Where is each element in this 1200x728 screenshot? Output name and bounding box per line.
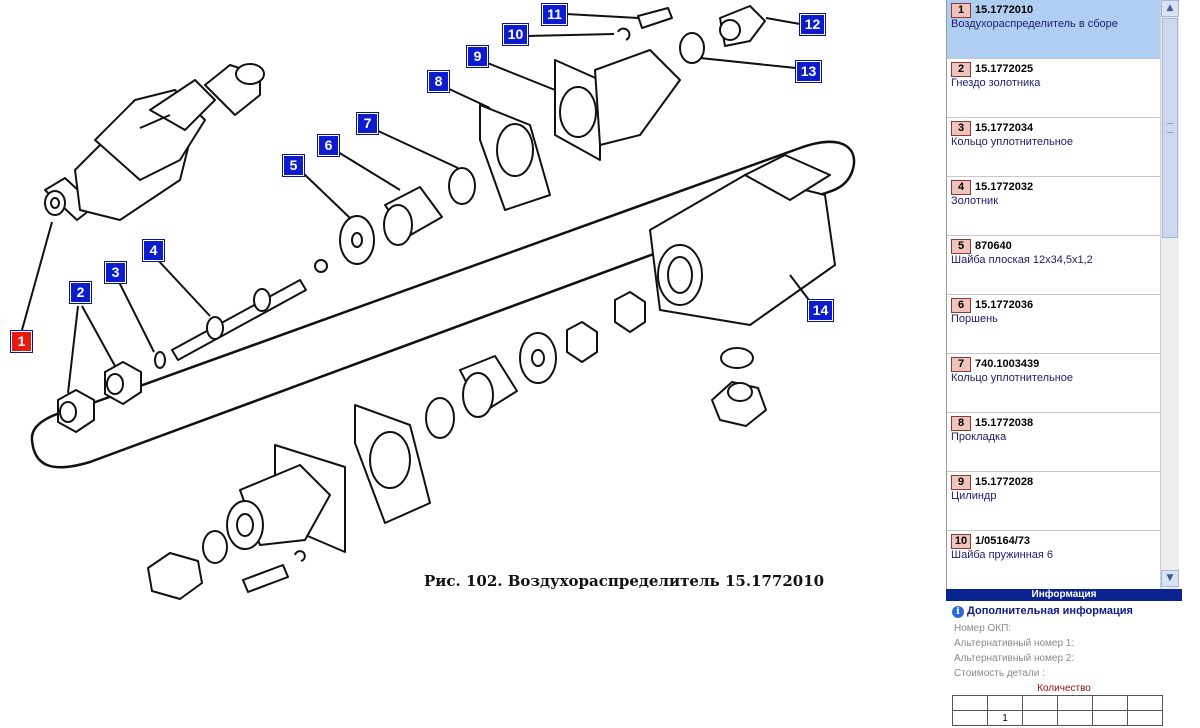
item-number: 2 xyxy=(951,62,971,77)
item-header: 9 15.1772028 xyxy=(951,475,1034,490)
item-name: Воздухораспределитель в сборе xyxy=(951,18,1118,30)
qty-cell xyxy=(1022,695,1058,711)
list-item-3[interactable]: 3 15.1772034 Кольцо уплотнительное xyxy=(947,118,1161,177)
item-code: 870640 xyxy=(975,240,1012,252)
item-number: 7 xyxy=(951,357,971,372)
callout-11[interactable]: 11 xyxy=(541,3,568,26)
item-number: 9 xyxy=(951,475,971,490)
item-code: 15.1772032 xyxy=(975,181,1034,193)
alt-number-1-label: Альтернативный номер 1: xyxy=(954,638,1075,649)
list-item-4[interactable]: 4 15.1772032 Золотник xyxy=(947,177,1161,236)
item-code: 15.1772025 xyxy=(975,63,1034,75)
qty-cell xyxy=(1127,710,1163,726)
chevron-up-icon[interactable]: ▲ xyxy=(1161,0,1179,17)
callout-8[interactable]: 8 xyxy=(427,70,450,93)
grip-icon xyxy=(1167,123,1173,133)
item-name: Гнездо золотника xyxy=(951,77,1041,89)
info-header: Информация xyxy=(946,589,1182,601)
callout-6[interactable]: 6 xyxy=(317,134,340,157)
qty-cell xyxy=(952,710,988,726)
callout-7[interactable]: 7 xyxy=(356,112,379,135)
item-header: 10 1/05164/73 xyxy=(951,534,1031,549)
item-name: Шайба пружинная 6 xyxy=(951,549,1054,561)
list-item-2[interactable]: 2 15.1772025 Гнездо золотника xyxy=(947,59,1161,118)
callout-3[interactable]: 3 xyxy=(104,261,127,284)
item-header: 7 740.1003439 xyxy=(951,357,1040,372)
callout-2[interactable]: 2 xyxy=(69,281,92,304)
item-header: 3 15.1772034 xyxy=(951,121,1034,136)
item-code: 15.1772036 xyxy=(975,299,1034,311)
qty-cell xyxy=(1022,710,1058,726)
item-code: 15.1772034 xyxy=(975,122,1034,134)
list-item-9[interactable]: 9 15.1772028 Цилиндр xyxy=(947,472,1161,531)
parts-panel: 1 15.1772010 Воздухораспределитель в сбор… xyxy=(944,0,1200,728)
item-number: 10 xyxy=(951,534,971,549)
callout-12[interactable]: 12 xyxy=(799,13,826,36)
item-number: 8 xyxy=(951,416,971,431)
item-name: Прокладка xyxy=(951,431,1007,443)
callout-10[interactable]: 10 xyxy=(502,23,529,46)
callout-1[interactable]: 1 xyxy=(10,330,33,353)
item-code: 15.1772010 xyxy=(975,4,1034,16)
quantity-table: 1 xyxy=(952,695,1163,726)
callout-4[interactable]: 4 xyxy=(142,239,165,262)
list-item-5[interactable]: 5 870640 Шайба плоская 12x34,5x1,2 xyxy=(947,236,1161,295)
okp-label: Номер ОКП: xyxy=(954,623,1012,634)
cost-label: Стоимость детали : xyxy=(954,668,1045,679)
item-number: 5 xyxy=(951,239,971,254)
item-name: Кольцо уплотнительное xyxy=(951,136,1074,148)
item-header: 4 15.1772032 xyxy=(951,180,1034,195)
qty-cell xyxy=(1127,695,1163,711)
qty-value: 1 xyxy=(987,710,1023,726)
callout-13[interactable]: 13 xyxy=(795,60,822,83)
list-item-1[interactable]: 1 15.1772010 Воздухораспределитель в сбор… xyxy=(947,0,1161,59)
quantity-label: Количество xyxy=(1037,683,1091,694)
parts-list-scrollbar[interactable]: ▲ ▼ xyxy=(1160,0,1179,589)
qty-cell xyxy=(1057,710,1093,726)
item-number: 3 xyxy=(951,121,971,136)
alt-number-2-label: Альтернативный номер 2: xyxy=(954,653,1075,664)
callout-5[interactable]: 5 xyxy=(282,154,305,177)
item-name: Шайба плоская 12x34,5x1,2 xyxy=(951,254,1093,266)
qty-cell xyxy=(952,695,988,711)
qty-cell xyxy=(1092,710,1128,726)
parts-diagram: 1 2 3 4 5 6 7 8 9 10 11 12 13 14 Рис. 10… xyxy=(10,3,856,600)
item-header: 1 15.1772010 xyxy=(951,3,1034,18)
item-header: 5 870640 xyxy=(951,239,1012,254)
parts-list[interactable]: 1 15.1772010 Воздухораспределитель в сбор… xyxy=(946,0,1161,589)
item-header: 2 15.1772025 xyxy=(951,62,1034,77)
item-name: Золотник xyxy=(951,195,999,207)
item-name: Кольцо уплотнительное xyxy=(951,372,1074,384)
item-code: 740.1003439 xyxy=(975,358,1040,370)
callout-9[interactable]: 9 xyxy=(466,45,489,68)
qty-cell xyxy=(987,695,1023,711)
list-item-6[interactable]: 6 15.1772036 Поршень xyxy=(947,295,1161,354)
item-number: 1 xyxy=(951,3,971,18)
item-header: 8 15.1772038 xyxy=(951,416,1034,431)
item-name: Цилиндр xyxy=(951,490,997,502)
chevron-down-icon[interactable]: ▼ xyxy=(1161,570,1179,587)
qty-cell xyxy=(1057,695,1093,711)
info-icon: i xyxy=(952,606,964,618)
item-header: 6 15.1772036 xyxy=(951,298,1034,313)
scrollbar-thumb[interactable] xyxy=(1162,18,1178,238)
item-number: 4 xyxy=(951,180,971,195)
figure-caption: Рис. 102. Воздухораспределитель 15.17720… xyxy=(424,572,825,590)
qty-cell xyxy=(1092,695,1128,711)
list-item-8[interactable]: 8 15.1772038 Прокладка xyxy=(947,413,1161,472)
item-number: 6 xyxy=(951,298,971,313)
list-item-10[interactable]: 10 1/05164/73 Шайба пружинная 6 xyxy=(947,531,1161,589)
list-item-7[interactable]: 7 740.1003439 Кольцо уплотнительное xyxy=(947,354,1161,413)
info-subtitle: Дополнительная информация xyxy=(967,605,1133,617)
item-name: Поршень xyxy=(951,313,998,325)
callout-14[interactable]: 14 xyxy=(807,299,834,322)
item-code: 1/05164/73 xyxy=(975,535,1031,547)
item-code: 15.1772028 xyxy=(975,476,1034,488)
item-code: 15.1772038 xyxy=(975,417,1034,429)
exploded-view-drawing xyxy=(21,5,856,600)
